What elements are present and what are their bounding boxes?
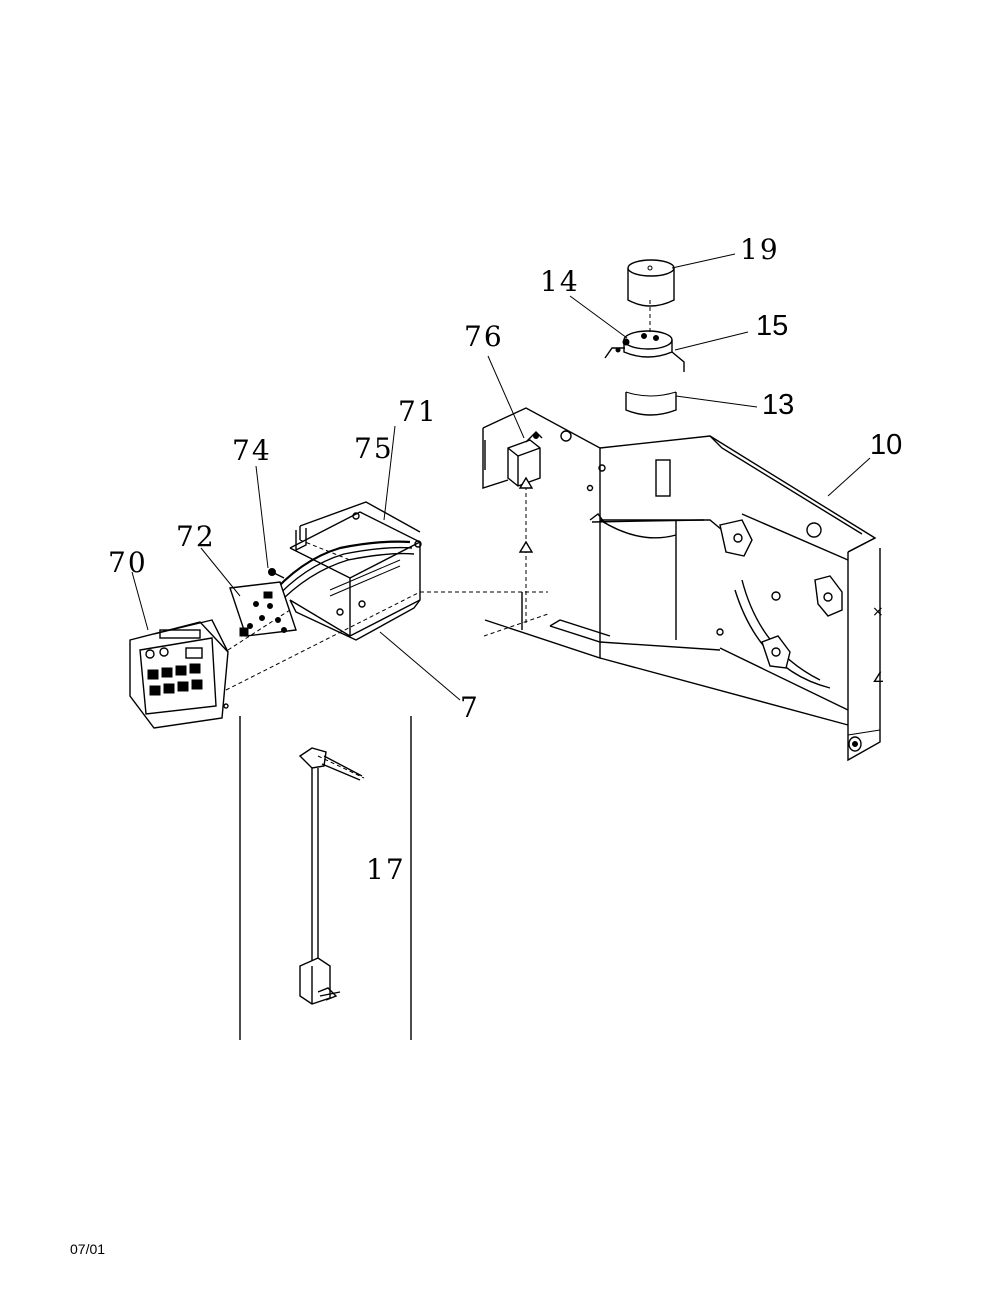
callout-70: 70	[108, 546, 148, 579]
transformer-76	[484, 431, 543, 487]
callout-71: 71	[398, 395, 438, 428]
wire-harness-75	[267, 539, 415, 607]
callout-15: 15	[756, 310, 789, 342]
capacitor-bracket-14-15	[604, 330, 685, 372]
callout-72: 72	[176, 520, 216, 553]
callout-19: 19	[740, 233, 780, 266]
callout-13: 13	[762, 389, 795, 421]
power-cord-17	[239, 716, 412, 1040]
svg-text:∠: ∠	[872, 670, 885, 686]
control-box-7	[289, 501, 422, 641]
callout-10: 10	[870, 429, 903, 461]
callout-14: 14	[540, 265, 580, 298]
capacitor-cap-19	[627, 259, 675, 307]
callout-74: 74	[232, 434, 272, 467]
callout-17: 17	[366, 853, 406, 886]
callout-75: 75	[354, 432, 394, 465]
ground-wire-path	[518, 476, 534, 630]
screw-74	[268, 568, 285, 579]
callout-7: 7	[460, 691, 480, 724]
callout-76: 76	[464, 320, 504, 353]
circuit-board-72	[229, 581, 297, 637]
capacitor-body-13	[625, 391, 677, 416]
svg-text:×: ×	[872, 604, 884, 620]
footer-date: 07/01	[70, 1241, 106, 1257]
control-panel-70	[129, 619, 229, 729]
chassis-housing-10: × ∠	[482, 407, 885, 762]
